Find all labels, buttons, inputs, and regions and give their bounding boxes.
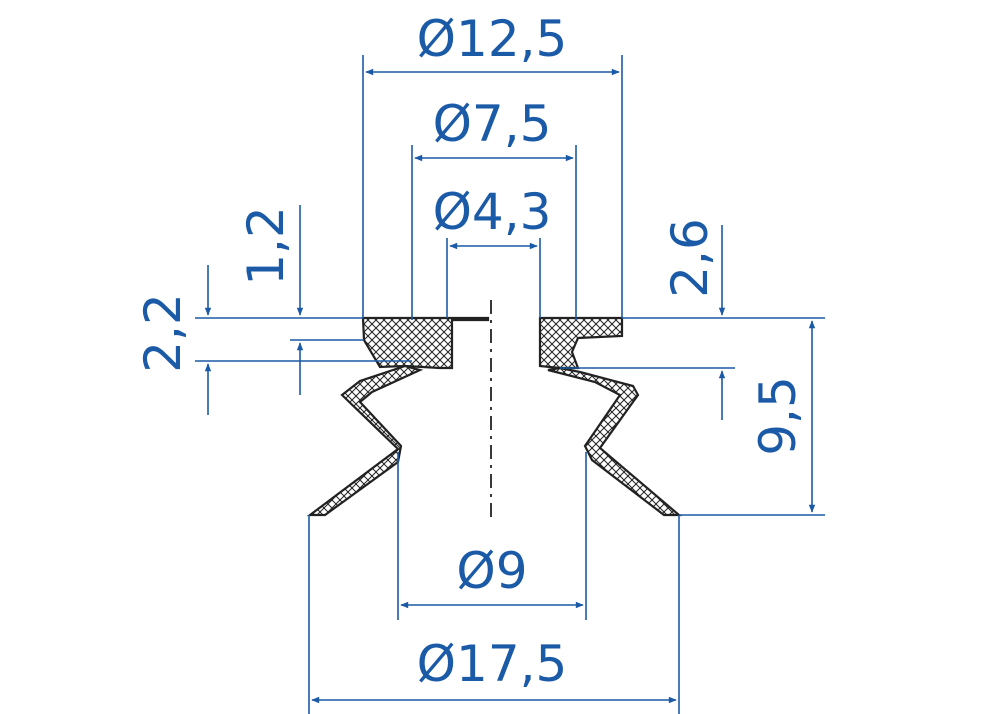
right-bellows-wall <box>547 366 682 517</box>
right-flange-section <box>538 316 624 370</box>
label-h-thin: 1,2 <box>237 206 295 286</box>
label-h-total: 9,5 <box>749 376 807 456</box>
cup-section <box>306 300 682 520</box>
dimension-annotations: Ø12,5 Ø7,5 Ø4,3 Ø9 Ø17,5 9,5 2,6 <box>134 10 825 714</box>
label-d-outer-top: Ø12,5 <box>417 10 568 68</box>
label-h-left: 2,2 <box>134 293 192 373</box>
left-bellows-wall <box>306 364 424 517</box>
label-d-lip-inner: Ø9 <box>456 542 527 600</box>
label-d-mid-top: Ø7,5 <box>433 95 552 153</box>
label-d-inner: Ø4,3 <box>433 183 552 241</box>
label-h-right: 2,6 <box>661 218 719 298</box>
label-d-lip-outer: Ø17,5 <box>417 635 568 693</box>
left-flange-section <box>361 316 490 370</box>
